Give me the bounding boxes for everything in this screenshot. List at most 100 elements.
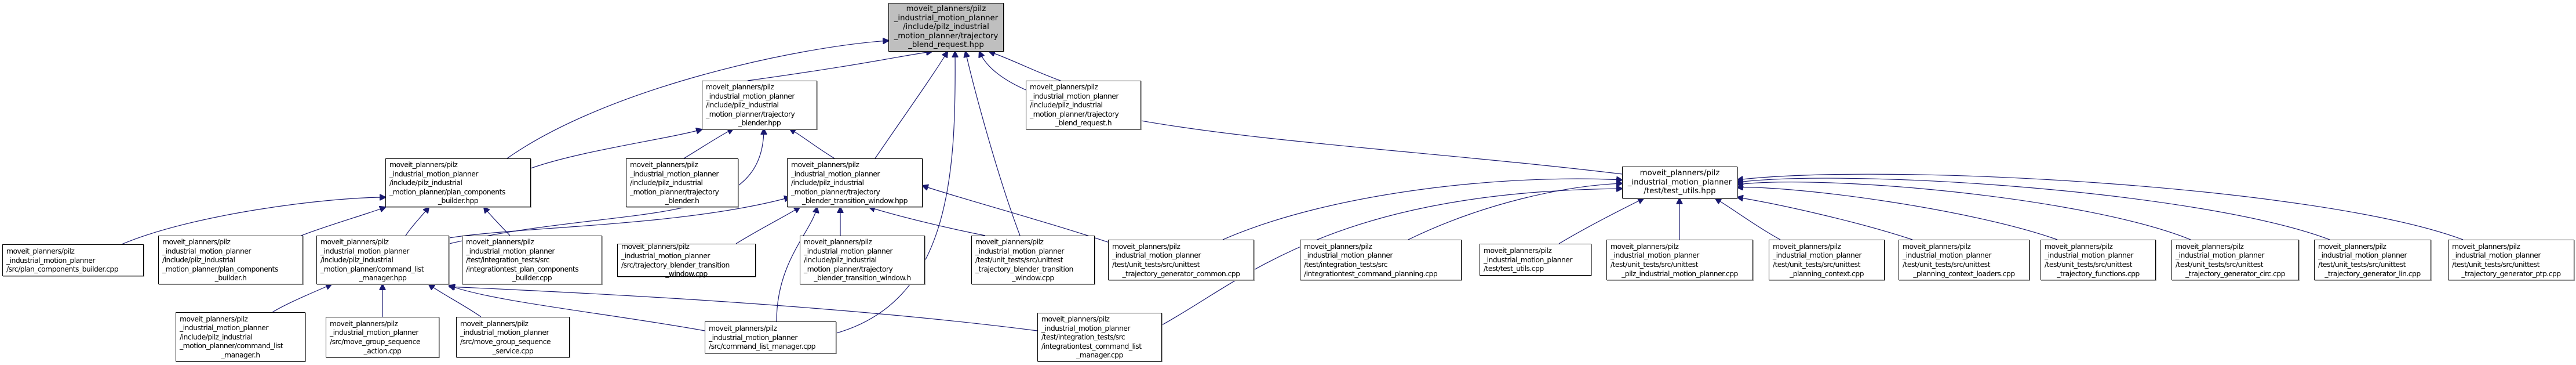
node-label-line: _industrial_motion_planner — [804, 246, 892, 255]
node-label-line: _blend_request.h — [1055, 118, 1112, 128]
node-label-line: _motion_planner/trajectory — [630, 187, 719, 196]
edge-blender-hpp-to-top — [747, 52, 932, 81]
node-label-line: moveit_planners/pilz — [460, 319, 529, 328]
node-label-line: moveit_planners/pilz — [162, 237, 231, 247]
graph-node-ut-pc-cpp[interactable]: moveit_planners/pilz_industrial_motion_p… — [1769, 240, 1885, 280]
node-label-line: _builder.cpp — [512, 273, 552, 283]
node-label-line: _manager.cpp — [1076, 350, 1123, 360]
edge-ut-tgc-cpp-to-tbtw-hpp — [923, 186, 1113, 244]
node-label-line: _motion_planner/plan_components — [389, 187, 505, 196]
graph-node-pcb-cpp[interactable]: moveit_planners/pilz_industrial_motion_p… — [2, 244, 144, 276]
edge-ut-tbtw-cpp-to-top — [965, 52, 1021, 236]
node-label-line: /src/trajectory_blender_transition — [621, 260, 730, 269]
node-label-line: /test/unit_tests/src/unittest — [1112, 260, 1200, 269]
node-label-line: _industrial_motion_planner — [706, 91, 795, 100]
graph-node-ut-tg-lin-cpp[interactable]: moveit_planners/pilz_industrial_motion_p… — [2314, 240, 2431, 280]
node-label-line: moveit_planners/pilz — [1041, 315, 1110, 324]
node-label-line: /src/move_group_sequence — [330, 337, 420, 346]
node-label-line: _motion_planner/plan_components — [162, 264, 278, 273]
node-label-line: moveit_planners/pilz — [180, 314, 248, 323]
node-label-line: /test/integration_tests/src — [466, 255, 550, 265]
edge-blend-request-h-to-top — [989, 52, 1061, 81]
graph-node-tbtw-h[interactable]: moveit_planners/pilz_industrial_motion_p… — [800, 236, 925, 284]
node-label-line: moveit_planners/pilz — [791, 160, 859, 169]
node-label-line: moveit_planners/pilz — [2452, 241, 2520, 251]
graph-node-ut-pilz-imp-cpp[interactable]: moveit_planners/pilz_industrial_motion_p… — [1606, 240, 1753, 280]
edge-clm-h-to-clm-hpp — [272, 284, 331, 313]
graph-node-itest-pcb-cpp[interactable]: moveit_planners/pilz_industrial_motion_p… — [462, 236, 602, 284]
graph-node-pcb-h[interactable]: moveit_planners/pilz_industrial_motion_p… — [158, 236, 303, 284]
node-label-line: _motion_planner/command_list — [180, 341, 283, 350]
edge-ut-pcl-cpp-to-test-utils-hpp — [1737, 197, 1913, 240]
graph-node-blender-h[interactable]: moveit_planners/pilz_industrial_motion_p… — [626, 158, 738, 207]
graph-node-ut-tgc-cpp[interactable]: moveit_planners/pilz_industrial_motion_p… — [1108, 240, 1254, 280]
node-label-line: /include/pilz_industrial — [320, 255, 393, 265]
graph-node-ut-tg-ptp-cpp[interactable]: moveit_planners/pilz_industrial_motion_p… — [2448, 240, 2574, 280]
node-label-line: moveit_planners/pilz — [1030, 82, 1098, 92]
node-label-line: _industrial_motion_planner — [1484, 255, 1572, 264]
node-label-line: _industrial_motion_planner — [975, 246, 1064, 255]
graph-node-pcb-hpp[interactable]: moveit_planners/pilz_industrial_motion_p… — [385, 158, 531, 207]
node-label-line: _industrial_motion_planner — [162, 246, 251, 255]
graph-node-tbtw-hpp[interactable]: moveit_planners/pilz_industrial_motion_p… — [787, 158, 923, 207]
node-label-line: _builder.hpp — [438, 196, 479, 205]
node-label-line: moveit_planners/pilz — [1639, 169, 1720, 178]
node-label-line: _industrial_motion_planner — [330, 328, 418, 337]
edge-test-utils-cpp-to-test-utils-hpp — [1558, 198, 1644, 244]
graph-node-it-clm-cpp[interactable]: moveit_planners/pilz_industrial_motion_p… — [1037, 313, 1162, 362]
edge-itest-pcb-cpp-to-pcb-hpp — [484, 207, 511, 236]
node-label-line: moveit_planners/pilz — [2045, 241, 2113, 251]
node-label-line: moveit_planners/pilz — [630, 160, 698, 169]
node-label-line: _industrial_motion_planner — [460, 328, 549, 337]
node-label-line: _industrial_motion_planner — [791, 169, 880, 178]
node-label-line: moveit_planners/pilz — [906, 5, 986, 14]
node-label-line: _industrial_motion_planner — [320, 246, 409, 255]
node-label-line: _industrial_motion_planner — [2176, 251, 2264, 260]
graph-node-mgs-service-cpp[interactable]: moveit_planners/pilz_industrial_motion_p… — [456, 317, 570, 357]
node-label-line: /test/unit_tests/src/unittest — [2318, 260, 2406, 269]
graph-node-test-utils-hpp[interactable]: moveit_planners/pilz_industrial_motion_p… — [1622, 167, 1737, 198]
graph-node-ut-tf-cpp[interactable]: moveit_planners/pilz_industrial_motion_p… — [2041, 240, 2156, 280]
graph-node-test-utils-cpp[interactable]: moveit_planners/pilz_industrial_motion_p… — [1480, 244, 1591, 276]
edge-it-clm-cpp-to-clm-hpp — [449, 287, 1038, 331]
graph-node-blend-request-h[interactable]: moveit_planners/pilz_industrial_motion_p… — [1026, 81, 1141, 129]
graph-node-mgs-action-cpp[interactable]: moveit_planners/pilz_industrial_motion_p… — [326, 317, 439, 357]
node-label-line: /include/pilz_industrial — [903, 23, 989, 32]
graph-node-ut-tg-circ-cpp[interactable]: moveit_planners/pilz_industrial_motion_p… — [2171, 240, 2299, 280]
node-label-line: /src/move_group_sequence — [460, 337, 551, 346]
node-label-line: _blender.hpp — [738, 118, 781, 128]
node-label-line: _manager.h — [221, 350, 260, 359]
node-label-line: /include/pilz_industrial — [706, 100, 779, 110]
node-label-line: _motion_planner/trajectory — [804, 264, 893, 273]
graph-node-ut-pcl-cpp[interactable]: moveit_planners/pilz_industrial_motion_p… — [1899, 240, 2030, 280]
graph-node-src-tbtw-cpp[interactable]: moveit_planners/pilz_industrial_motion_p… — [617, 242, 756, 278]
node-label-line: _trajectory_generator_common.cpp — [1122, 269, 1240, 278]
graph-node-clm-cpp[interactable]: moveit_planners/pilz_industrial_motion_p… — [705, 321, 836, 353]
node-label-line: _industrial_motion_planner — [466, 246, 555, 255]
edge-pcb-hpp-to-top — [507, 41, 888, 159]
graph-node-clm-hpp[interactable]: moveit_planners/pilz_industrial_motion_p… — [316, 236, 449, 284]
node-label-line: /include/pilz_industrial — [180, 332, 253, 341]
node-label-line: moveit_planners/pilz — [330, 319, 398, 328]
node-label-line: _industrial_motion_planner — [6, 255, 95, 265]
edge-clm-cpp-to-tbtw-hpp — [776, 207, 817, 322]
node-label-line: _blend_request.hpp — [908, 41, 984, 50]
edge-ut-pc-cpp-to-test-utils-hpp — [1715, 198, 1781, 240]
node-label-line: moveit_planners/pilz — [1773, 241, 1841, 251]
edge-clm-hpp-to-tbtw-hpp — [449, 197, 790, 238]
node-label-line: _pilz_industrial_motion_planner.cpp — [1622, 269, 1738, 278]
edge-pcb-h-to-pcb-hpp — [301, 207, 385, 236]
node-label-line: /include/pilz_industrial — [389, 178, 462, 187]
graph-node-blender-hpp[interactable]: moveit_planners/pilz_industrial_motion_p… — [702, 81, 817, 129]
graph-node-it-cmd-planning-cpp[interactable]: moveit_planners/pilz_industrial_motion_p… — [1300, 240, 1462, 280]
node-label-line: moveit_planners/pilz — [975, 237, 1044, 247]
node-label-line: _motion_planner/trajectory — [894, 31, 999, 41]
graph-node-ut-tbtw-cpp[interactable]: moveit_planners/pilz_industrial_motion_p… — [971, 236, 1095, 284]
node-label-line: _industrial_motion_planner — [1903, 251, 1991, 260]
graph-node-clm-h[interactable]: moveit_planners/pilz_industrial_motion_p… — [176, 312, 305, 362]
edge-it-cmd-planning-cpp-to-test-utils-hpp — [1408, 183, 1622, 240]
node-label-line: _industrial_motion_planner — [2318, 251, 2407, 260]
node-label-line: moveit_planners/pilz — [6, 247, 75, 256]
node-label-line: _industrial_motion_planner — [1304, 251, 1393, 260]
node-label-line: /test/unit_tests/src/unittest — [1773, 260, 1860, 269]
